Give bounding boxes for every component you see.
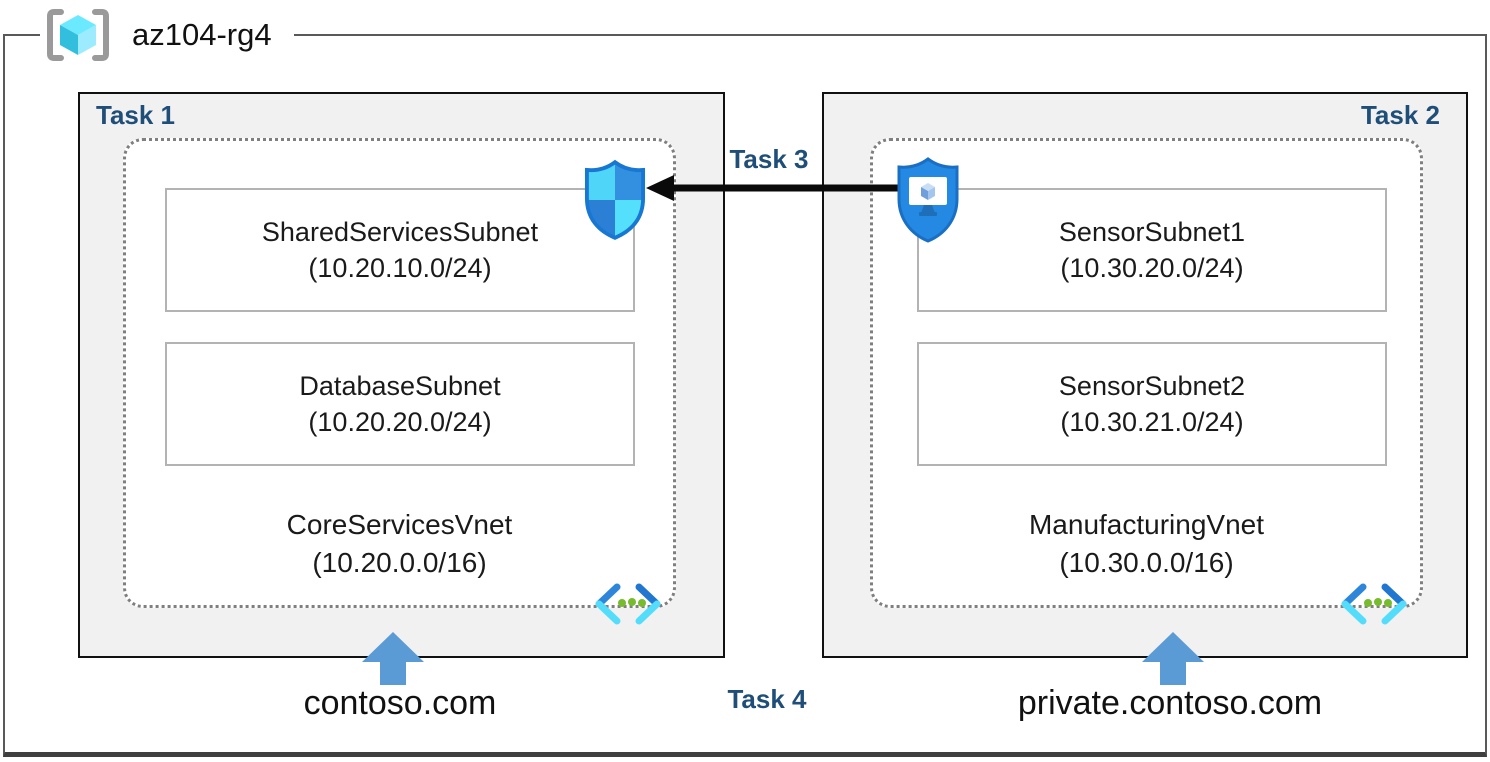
resource-group-name: az104-rg4 — [132, 17, 272, 52]
dns-zone-private-contoso: private.contoso.com — [1017, 684, 1323, 722]
subnet-name: SensorSubnet1 — [1058, 217, 1246, 247]
resource-group-icon — [44, 6, 112, 64]
up-arrow-stem — [1160, 662, 1186, 685]
vnet-cidr: (10.30.0.0/16) — [1059, 547, 1234, 578]
virtual-network-icon — [1341, 583, 1407, 625]
vnet-name: CoreServicesVnet — [286, 509, 513, 540]
up-arrow — [362, 632, 424, 685]
task2-label: Task 2 — [1360, 100, 1440, 130]
vnet1-label: CoreServicesVnet (10.20.0.0/16) — [123, 506, 676, 582]
subnet-cidr: (10.20.10.0/24) — [308, 253, 492, 283]
subnet-database: DatabaseSubnet (10.20.20.0/24) — [165, 342, 635, 466]
up-arrow — [1142, 632, 1204, 685]
subnet-cidr: (10.20.20.0/24) — [308, 407, 492, 437]
task1-label: Task 1 — [96, 100, 176, 130]
subnet-name: DatabaseSubnet — [299, 371, 501, 401]
shield-monitor-icon — [897, 157, 959, 243]
subnet-cidr: (10.30.20.0/24) — [1060, 253, 1244, 283]
subnet-shared-services: SharedServicesSubnet (10.20.10.0/24) — [165, 188, 635, 312]
subnet-cidr: (10.30.21.0/24) — [1060, 407, 1244, 437]
vnet2-label: ManufacturingVnet (10.30.0.0/16) — [870, 506, 1423, 582]
vnet-cidr: (10.20.0.0/16) — [312, 547, 487, 578]
subnet-sensor2: SensorSubnet2 (10.30.21.0/24) — [917, 342, 1387, 466]
subnet-name: SensorSubnet2 — [1058, 371, 1246, 401]
task4-label: Task 4 — [727, 684, 807, 714]
up-arrow-stem — [380, 662, 406, 685]
dns-zone-contoso: contoso.com — [303, 684, 497, 722]
up-arrow-head — [1142, 632, 1204, 662]
task3-label: Task 3 — [729, 144, 809, 174]
subnet-sensor1: SensorSubnet1 (10.30.20.0/24) — [917, 188, 1387, 312]
task2-box: Task 2 SensorSubnet1 (10.30.20.0/24) Sen… — [822, 92, 1468, 658]
up-arrow-head — [362, 632, 424, 662]
resource-group-boundary — [3, 34, 1487, 757]
subnet-name: SharedServicesSubnet — [261, 217, 539, 247]
shield-quadrant-icon — [584, 159, 646, 240]
virtual-network-icon — [595, 583, 661, 625]
vnet-name: ManufacturingVnet — [1028, 509, 1265, 540]
